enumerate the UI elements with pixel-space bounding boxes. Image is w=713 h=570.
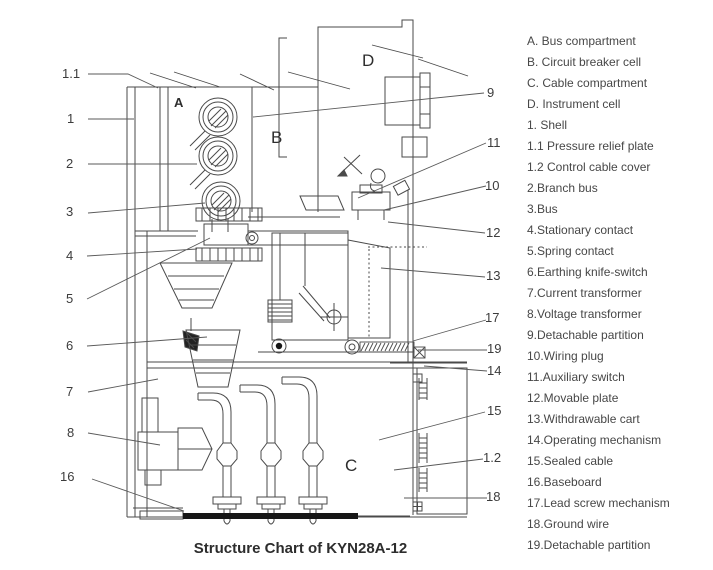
callout-label-16: 16 — [60, 469, 75, 484]
callout-label-2: 2 — [66, 156, 74, 171]
legend-item: 15.Sealed cable — [527, 454, 614, 468]
compartment-label-a: A — [174, 95, 184, 110]
legend-item: 19.Detachable partition — [527, 538, 651, 552]
callout-label-17: 17 — [485, 310, 500, 325]
legend-item: 11.Auxiliary switch — [527, 370, 625, 384]
callout-label-18: 18 — [486, 489, 501, 504]
compartment-label-c: C — [345, 456, 358, 475]
callout-label-8: 8 — [67, 425, 75, 440]
chart-title: Structure Chart of KYN28A-12 — [193, 540, 408, 557]
legend-item: 9.Detachable partition — [527, 328, 644, 342]
legend-item: 5.Spring contact — [527, 244, 614, 258]
voltage-transformer — [137, 397, 213, 486]
lead-screw — [359, 341, 426, 359]
current-transformer — [185, 329, 241, 388]
legend-item: 3.Bus — [527, 202, 558, 216]
legend-item: 14.Operating mechanism — [527, 433, 662, 447]
callout-label-13: 13 — [486, 268, 501, 283]
ground-wire-bar — [139, 510, 410, 520]
legend-item: 13.Withdrawable cart — [527, 412, 640, 426]
compartment-label-d: D — [362, 51, 375, 70]
legend-item: B. Circuit breaker cell — [527, 55, 642, 69]
callout-label-11: 11 — [487, 135, 501, 150]
callout-label-9: 9 — [487, 85, 495, 100]
callout-label-1-2: 1.2 — [483, 450, 502, 465]
callout-label-6: 6 — [66, 338, 74, 353]
callout-label-5: 5 — [66, 291, 74, 306]
callout-label-15: 15 — [487, 403, 502, 418]
compartment-label-b: B — [271, 128, 283, 147]
callout-label-1-1: 1.1 — [62, 66, 81, 81]
callout-label-14: 14 — [487, 363, 502, 378]
legend-item: 7.Current transformer — [527, 286, 642, 300]
pressure-relief-hatch — [149, 44, 469, 91]
earthing-knife-switch — [182, 318, 200, 352]
legend-item: 2.Branch bus — [527, 181, 598, 195]
legend-item: 17.Lead screw mechanism — [527, 496, 670, 510]
callout-label-1: 1 — [67, 111, 75, 126]
bus-circles — [189, 97, 241, 232]
legend: A. Bus compartment B. Circuit breaker ce… — [527, 31, 713, 556]
legend-item: 4.Stationary contact — [527, 223, 634, 237]
legend-item: 10.Wiring plug — [527, 349, 604, 363]
front-box — [390, 362, 468, 515]
callout-label-12: 12 — [486, 225, 501, 240]
legend-item: 1. Shell — [527, 118, 568, 132]
legend-item: A. Bus compartment — [527, 34, 636, 48]
legend-item: 16.Baseboard — [527, 475, 602, 489]
misc-symbols — [336, 154, 427, 339]
callout-label-19: 19 — [487, 341, 502, 356]
legend-item: 1.2 Control cable cover — [527, 160, 651, 174]
contact-assembly — [159, 207, 349, 309]
callout-label-10: 10 — [485, 178, 500, 193]
legend-item: 18.Ground wire — [527, 517, 610, 531]
legend-item: 12.Movable plate — [527, 391, 619, 405]
leader-lines — [86, 73, 488, 512]
legend-item: 1.1 Pressure relief plate — [527, 139, 654, 153]
circuit-breaker — [258, 232, 413, 355]
legend-item: D. Instrument cell — [527, 97, 621, 111]
legend-item: C. Cable compartment — [527, 76, 648, 90]
cable-bushings — [197, 376, 328, 525]
instrument-cell — [278, 37, 431, 158]
callout-label-7: 7 — [66, 384, 74, 399]
legend-item: 8.Voltage transformer — [527, 307, 642, 321]
callout-label-4: 4 — [66, 248, 74, 263]
legend-item: 6.Earthing knife-switch — [527, 265, 648, 279]
callout-label-3: 3 — [66, 204, 74, 219]
